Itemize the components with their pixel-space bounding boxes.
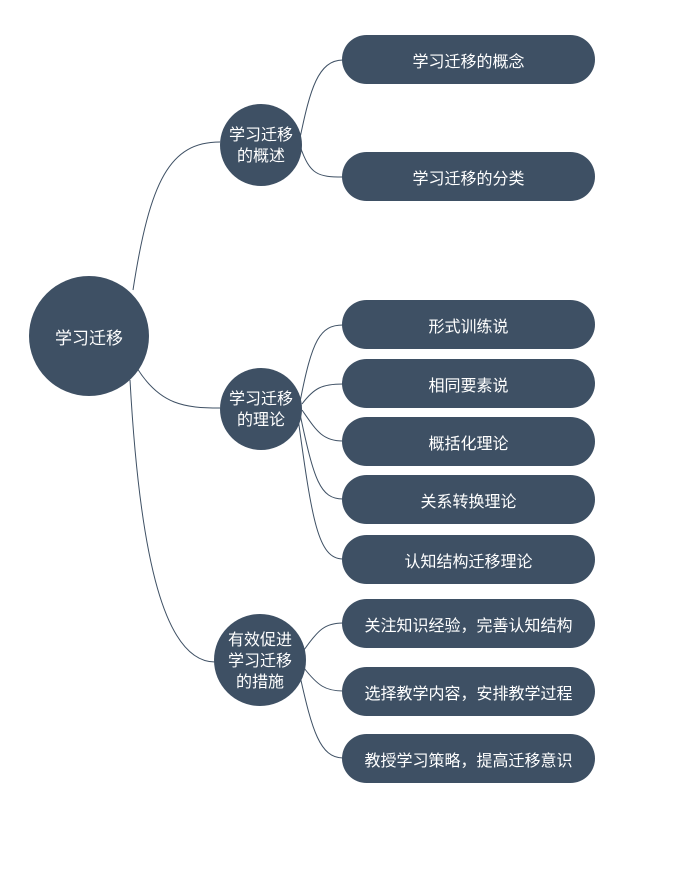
leaf-node: 学习迁移的分类 xyxy=(342,152,595,201)
connector-branch-2-leaf-3 xyxy=(301,409,344,442)
leaf-node: 关系转换理论 xyxy=(342,475,595,524)
connector-root-branch-3 xyxy=(129,379,216,663)
leaf-node: 形式训练说 xyxy=(342,300,595,349)
leaf-node: 学习迁移的概念 xyxy=(342,35,595,84)
leaf-node: 认知结构迁移理论 xyxy=(342,535,595,584)
connector-branch-3-leaf-1 xyxy=(303,622,344,651)
branch-node-theory: 学习迁移 的理论 xyxy=(220,368,302,450)
connector-branch-1-leaf-2 xyxy=(299,145,344,178)
connector-branch-2-leaf-1 xyxy=(299,324,344,403)
branch-node-overview: 学习迁移 的概述 xyxy=(220,104,302,186)
connector-branch-3-leaf-3 xyxy=(299,675,344,759)
leaf-node: 相同要素说 xyxy=(342,359,595,408)
connector-branch-2-leaf-4 xyxy=(299,413,344,500)
leaf-node: 关注知识经验，完善认知结构 xyxy=(342,599,595,648)
leaf-node: 概括化理论 xyxy=(342,417,595,466)
branch-node-measures: 有效促进 学习迁移 的措施 xyxy=(214,614,306,706)
leaf-node: 教授学习策略，提高迁移意识 xyxy=(342,734,595,783)
leaf-node: 选择教学内容，安排教学过程 xyxy=(342,667,595,716)
connector-branch-1-leaf-1 xyxy=(299,59,344,139)
connector-branch-3-leaf-2 xyxy=(303,667,344,692)
connector-branch-2-leaf-2 xyxy=(301,383,344,405)
connector-branch-2-leaf-5 xyxy=(297,417,344,560)
connector-root-branch-2 xyxy=(136,367,221,409)
connector-root-branch-1 xyxy=(132,141,221,291)
root-node: 学习迁移 xyxy=(29,276,149,396)
